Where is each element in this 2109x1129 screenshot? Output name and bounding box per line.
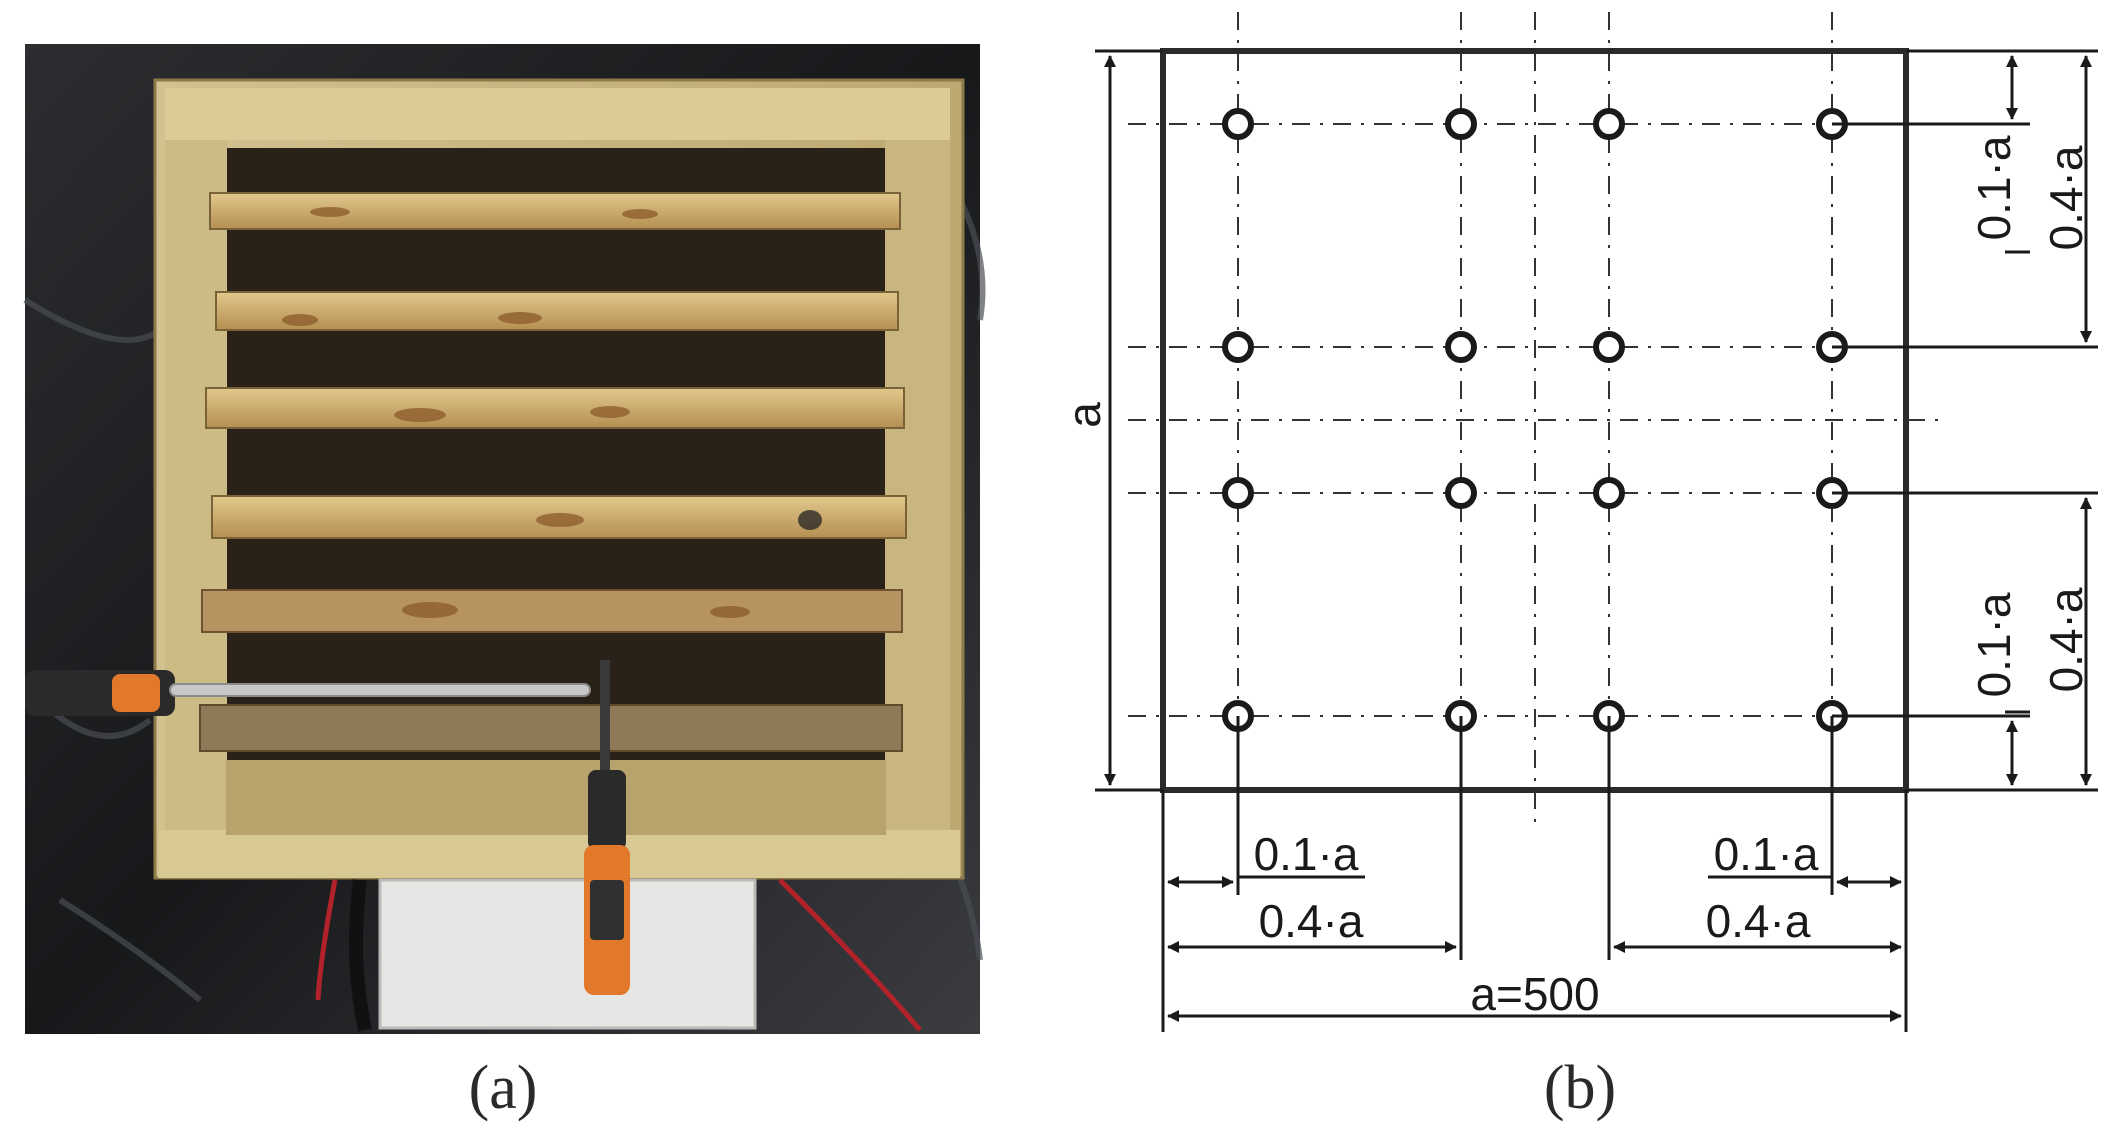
right-dimensions-top [1832,49,2098,349]
red-wire [315,879,338,1001]
bottom-outer-offset-label: 0.4·a [2040,587,2092,692]
red-wire-right [778,878,922,1032]
hive-top-rim [165,88,950,140]
hive-bottom-floor [226,760,886,835]
left-dimension [1095,49,1163,792]
bottom-left-outer-offset-label: 0.4·a [1259,895,1364,947]
bottom-inner-offset-label: 0.1·a [1968,592,2020,697]
vertical-centerlines [1237,12,1833,825]
frame-bars [199,192,907,752]
top-outer-offset-label: 0.4·a [2040,145,2092,250]
box-outline [1160,48,1909,793]
panel-b-caption: (b) [1544,1054,1616,1122]
cable [349,879,372,1032]
horizontal-centerlines [1128,123,1945,717]
right-dimensions-bottom [1832,491,2098,792]
propolis-marks [282,207,822,618]
hive-bottom-rim [158,830,960,878]
bottom-right-outer-offset-label: 0.4·a [1706,895,1811,947]
side-symbol-label: a [1058,402,1110,428]
horizontal-probe [25,670,591,716]
electronics-box [378,878,757,1030]
plastic-fold [23,198,986,1003]
vertical-probe [584,660,630,995]
bottom-dimensions [1161,716,1908,1032]
bottom-left-inner-offset-label: 0.1·a [1254,828,1359,880]
panel-a-caption: (a) [469,1054,538,1122]
total-dimension-label: a=500 [1470,968,1599,1020]
bottom-right-inner-offset-label: 0.1·a [1714,828,1819,880]
top-inner-offset-label: 0.1·a [1968,135,2020,240]
